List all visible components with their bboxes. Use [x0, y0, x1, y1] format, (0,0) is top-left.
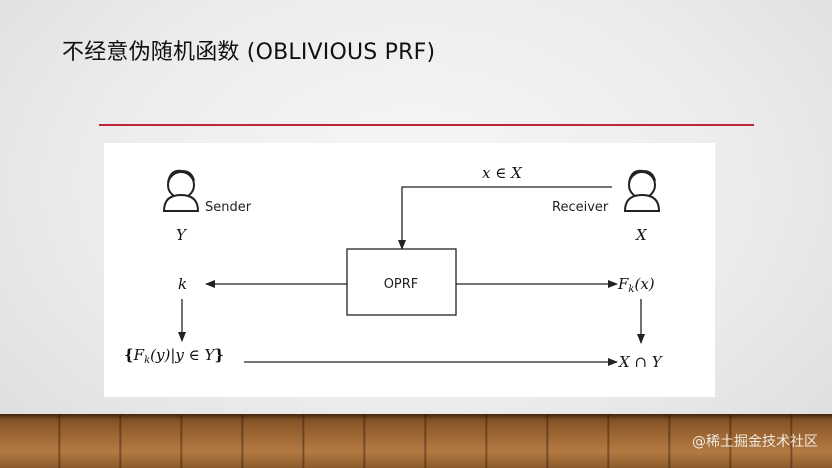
title-divider	[99, 124, 754, 126]
receiver-person-icon	[623, 169, 661, 212]
intersection-label: X ∩ Y	[618, 353, 664, 371]
sender-label: Sender	[205, 200, 252, 215]
key-label: k	[178, 275, 187, 293]
input-arrow	[398, 186, 612, 250]
output-label: Fk(x)	[617, 275, 655, 295]
slide-title: 不经意伪随机函数 (OBLIVIOUS PRF)	[62, 40, 436, 65]
diagram-canvas: Sender Y Receiver X x ∈ X OPRF k Fk(x) {…	[124, 164, 664, 371]
wood-floor-background	[0, 414, 832, 468]
watermark: @稀土掘金技术社区	[692, 434, 818, 450]
sender-set-symbol: Y	[176, 226, 188, 244]
sender-person-icon	[162, 169, 200, 212]
oprf-box-label: OPRF	[384, 277, 419, 292]
oprf-box	[346, 248, 457, 316]
receiver-set-symbol: X	[635, 226, 648, 244]
sender-set-label: {Fk(y)|y ∈ Y}	[124, 346, 224, 366]
input-label: x ∈ X	[482, 164, 523, 182]
receiver-label: Receiver	[552, 200, 609, 215]
oprf-diagram: Sender Y Receiver X x ∈ X OPRF k Fk(x) {…	[104, 143, 715, 397]
